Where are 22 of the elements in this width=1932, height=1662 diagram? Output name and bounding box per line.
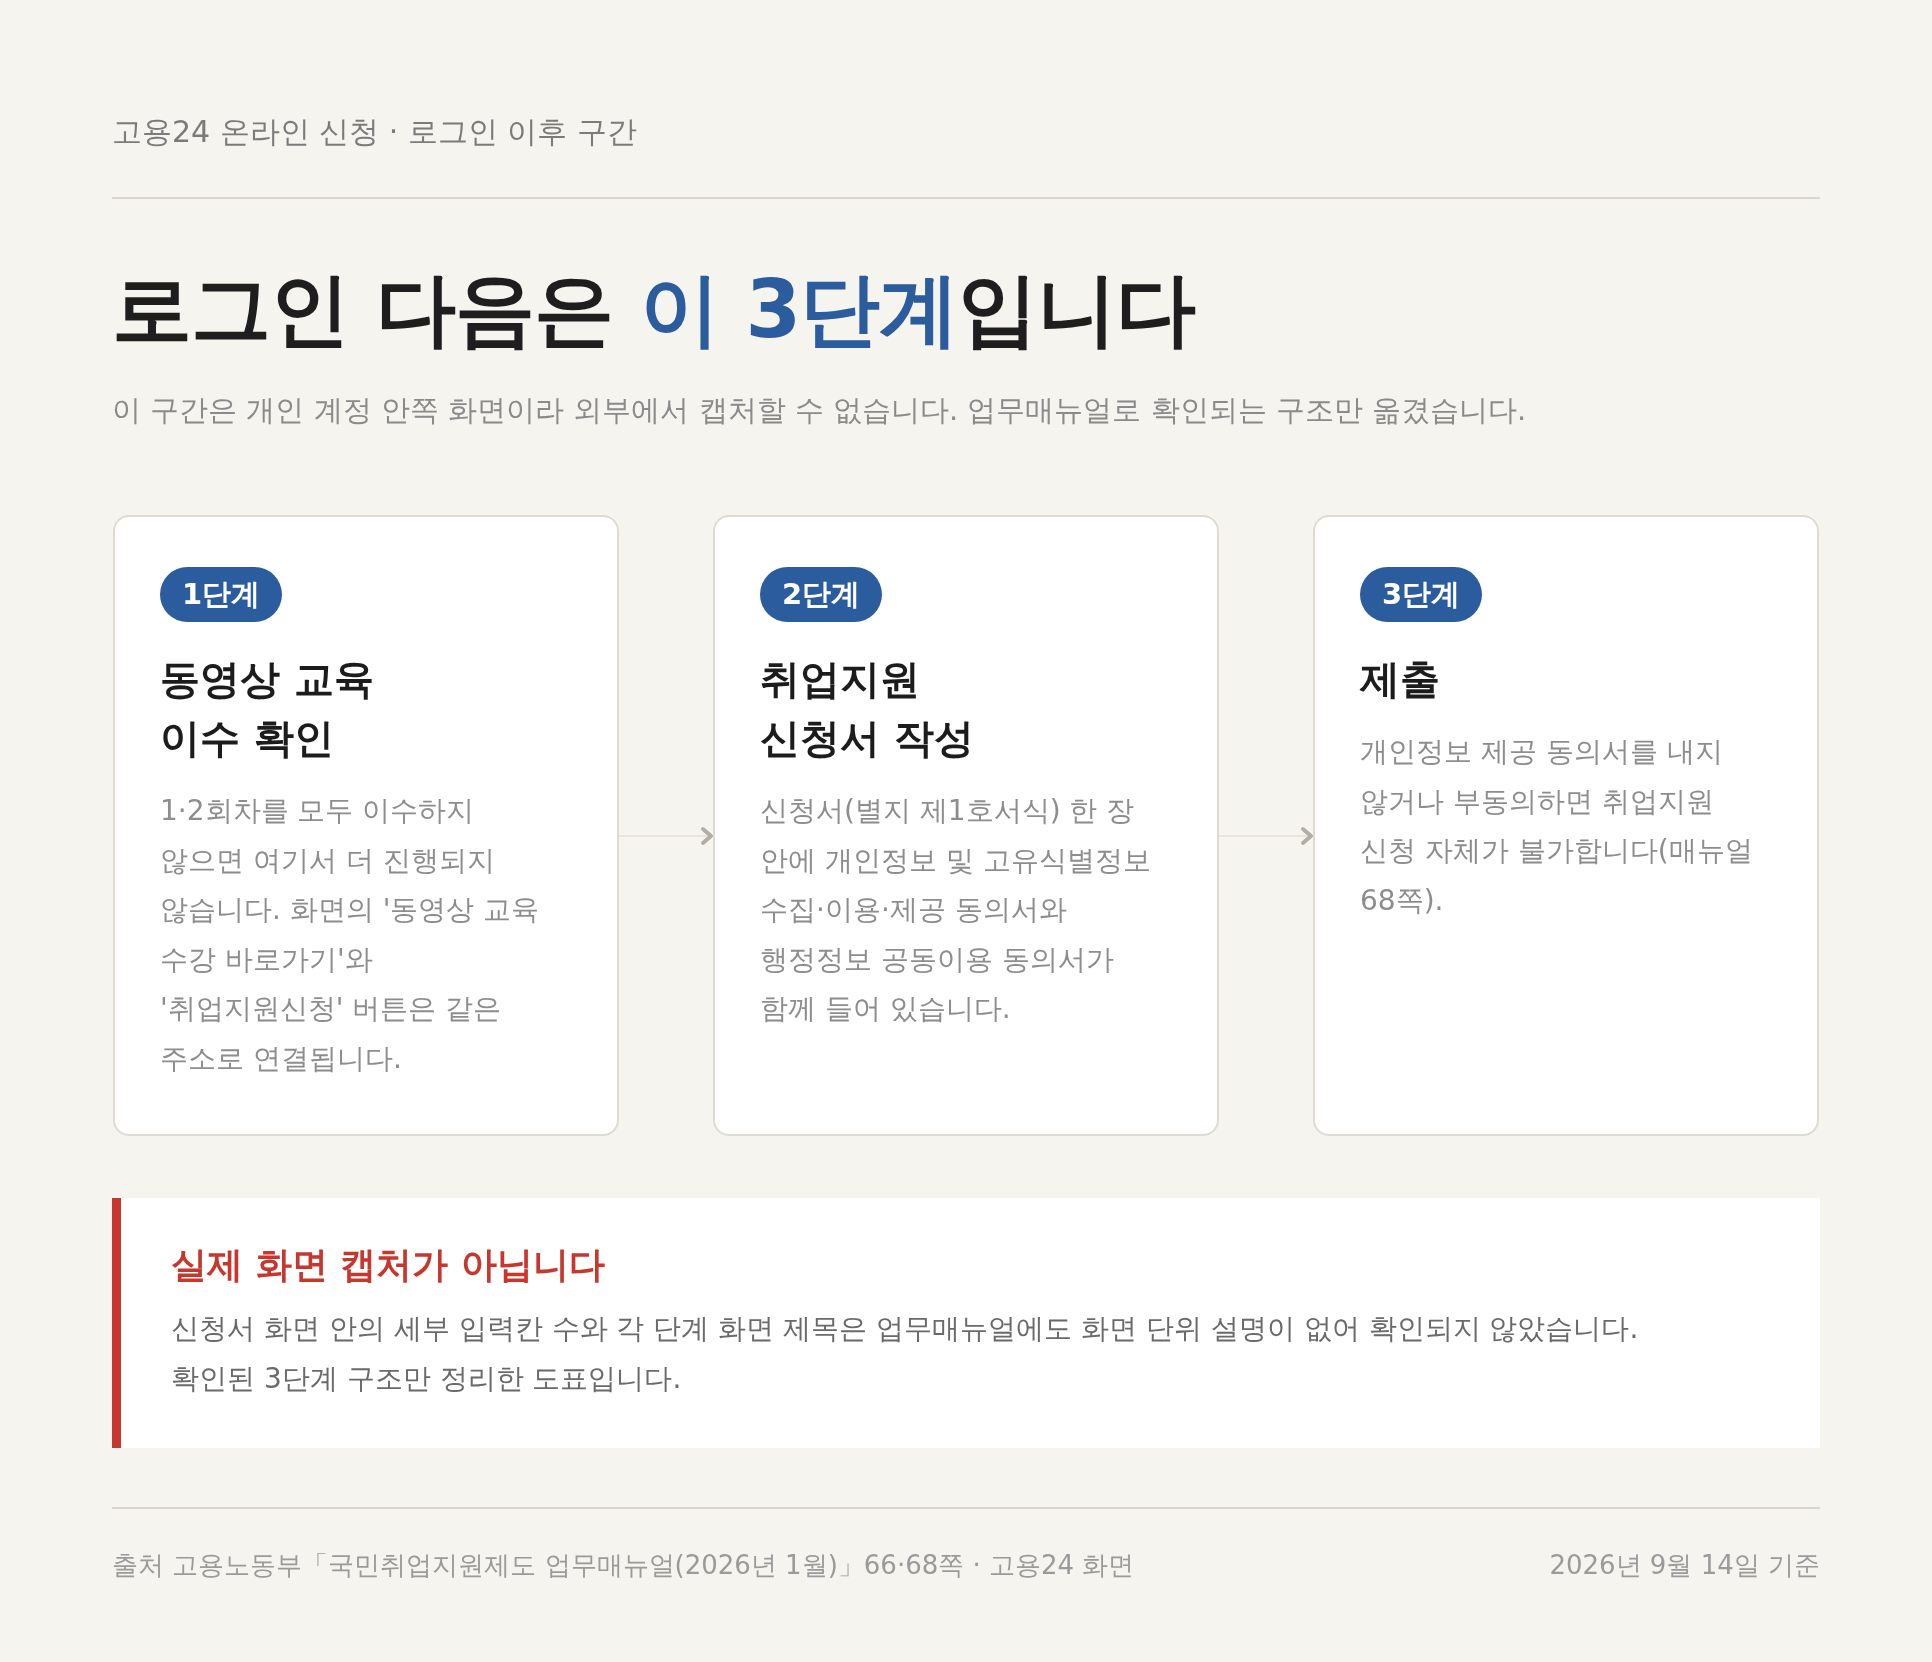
step-description: 신청서(별지 제1호서식) 한 장 안에 개인정보 및 고유식별정보 수집·이용·제공 동의서와 행정정보 공동이용 동의서가 함께 들어 있습니다.: [760, 793, 1152, 1027]
date-note: 2026년 9월 14일 기준: [1549, 1549, 1820, 1582]
step-card: [113, 515, 619, 1136]
notice-panel: [112, 1198, 1820, 1448]
step-heading: 제출: [1360, 655, 1441, 704]
step-heading: 취업지원 신청서 작성: [760, 655, 975, 763]
subtitle-text: 이 구간은 개인 계정 안쪽 화면이라 외부에서 캡처할 수 없습니다. 업무매뉴얼로 확인되는 구조만 옮겼습니다.: [112, 392, 1527, 429]
source-note: 출처 고용노동부「국민취업지원제도 업무매뉴얼(2026년 1월)」66·68쪽 · 고용24 화면: [112, 1549, 1135, 1582]
notice-text: 신청서 화면 안의 세부 입력칸 수와 각 단계 화면 제목은 업무매뉴얼에도 화면 단위 설명이 없어 확인되지 않았습니다. 확인된 3단계 구조만 정리한 도표입니다.: [171, 1311, 1640, 1397]
page-title: 로그인 다음은 이 3단계입니다: [112, 262, 1196, 358]
arrow: [1218, 827, 1314, 845]
step-description: 1·2회차를 모두 이수하지 않으면 여기서 더 진행되지 않습니다. 화면의 '동영상 교육 수강 바로가기'와 '취업지원신청' 버튼은 같은 주소로 연결됩니다.: [160, 793, 541, 1077]
step-badge: 1단계: [160, 567, 283, 622]
notice-heading: 실제 화면 캡처가 아닙니다: [171, 1243, 606, 1287]
step-badge: 3단계: [1360, 567, 1483, 622]
section-label: 고용24 온라인 신청 · 로그인 이후 구간: [112, 113, 637, 151]
step-card: [1313, 515, 1819, 1136]
step-heading: 동영상 교육 이수 확인: [160, 655, 375, 763]
step-badge: 2단계: [760, 567, 883, 622]
step-description: 개인정보 제공 동의서를 내지 않거나 부동의하면 취업지원 신청 자체가 불가합니다(매뉴얼 68쪽).: [1360, 734, 1754, 919]
arrow: [618, 827, 714, 845]
step-card: [713, 515, 1219, 1136]
